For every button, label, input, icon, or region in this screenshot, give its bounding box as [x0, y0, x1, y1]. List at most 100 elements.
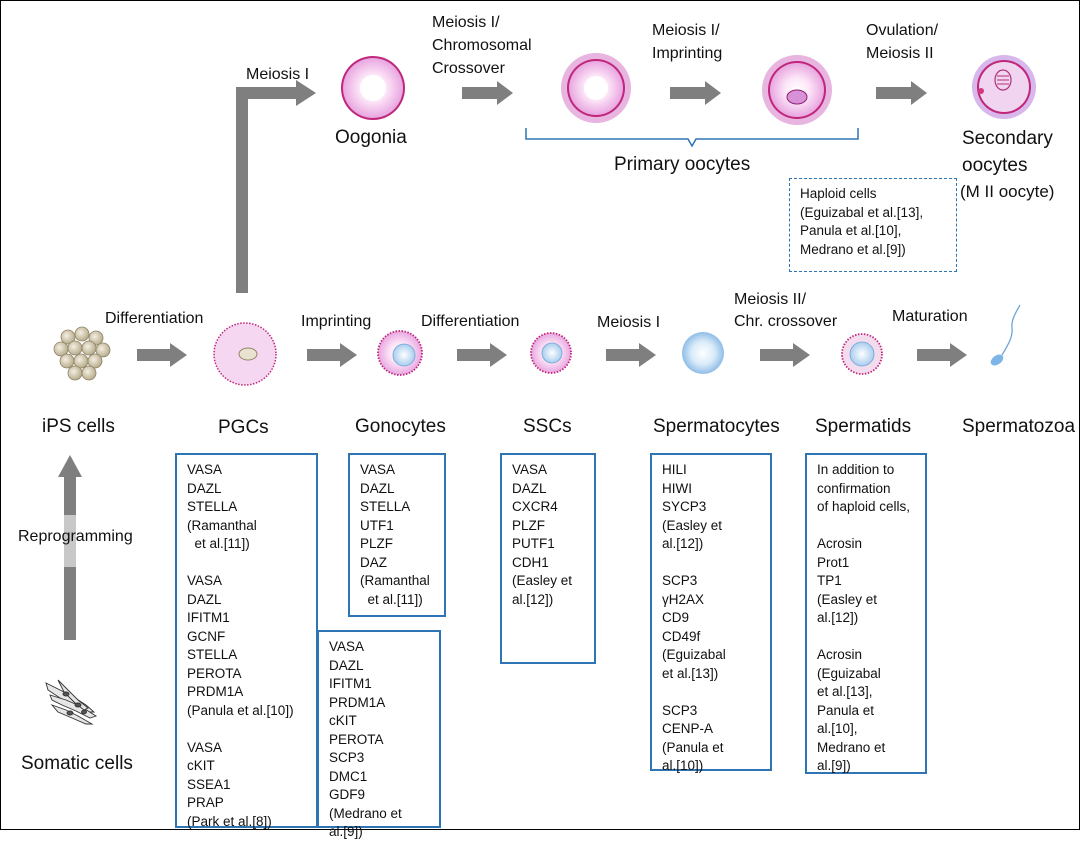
marker-line: (Easley et: [512, 573, 573, 588]
ips-cells-label: iPS cells: [42, 416, 115, 437]
marker-line: VASA: [187, 462, 223, 477]
marker-line: al.[9]): [817, 758, 851, 773]
reprogramming-label: Reprogramming: [18, 528, 133, 545]
marker-line: of haploid cells,: [817, 499, 911, 514]
marker-line: Panula et: [817, 702, 875, 718]
marker-line: (Panula et al.[10]): [187, 702, 294, 718]
spermatocytes-marker-box: HILI HIWI SYCP3 (Easley et al.[12]) SCP3…: [650, 453, 772, 773]
marker-line: DAZL: [329, 657, 364, 673]
spermatocytes-label: Spermatocytes: [653, 416, 780, 437]
pgc-to-oogonia-horizontal-shaft: [236, 87, 298, 99]
haploid-line: Haploid cells: [800, 186, 877, 201]
marker-line: UTF1: [360, 517, 394, 533]
primary-oocyte-cell-2: [762, 55, 832, 125]
marker-line: CENP-A: [662, 721, 714, 736]
meiosis-ii-line1: Meiosis II/: [734, 291, 807, 308]
meiosis-i-label-top-left: Meiosis I: [246, 66, 310, 83]
marker-spacer: [817, 628, 917, 647]
marker-line: GDF9: [329, 787, 366, 802]
primary-oocytes-brace: [525, 128, 859, 148]
somatic-cells-label: Somatic cells: [21, 753, 133, 774]
marker-line: PEROTA: [187, 665, 242, 681]
pgc-to-oogonia-arrowhead: [296, 80, 316, 106]
secondary-oocytes-line2: oocytes: [962, 155, 1028, 176]
pgc-cell: [213, 322, 277, 386]
maturation-label: Maturation: [892, 308, 968, 325]
arrow-spermatocyte-to-spermatid: [760, 343, 810, 367]
spermatid-cell: [841, 333, 883, 375]
marker-spacer: [187, 554, 308, 573]
arrow-primary-to-primary: [670, 81, 721, 105]
marker-line: (Eguizabal: [662, 647, 726, 662]
marker-spacer: [817, 517, 917, 536]
ovulation-line2: Meiosis II: [866, 45, 934, 62]
marker-line: al.[12]): [817, 610, 859, 625]
marker-line: DMC1: [329, 768, 368, 784]
marker-spacer: [187, 720, 308, 739]
marker-line: SCP3: [329, 750, 365, 765]
spermatozoa-label: Spermatozoa: [962, 416, 1076, 437]
somatic-cells: [45, 679, 98, 725]
marker-line: (Medrano et: [329, 805, 402, 821]
marker-line: et al.[13],: [817, 684, 873, 699]
marker-line: CD9: [662, 610, 690, 625]
arrow-primary-to-secondary: [876, 81, 927, 105]
pgcs-marker-box: VASA DAZL STELLA (Ramanthal et al.[11]) …: [175, 453, 318, 829]
marker-line: SCP3: [662, 573, 698, 588]
arrows: [58, 80, 967, 640]
sscs-marker-box: VASA DAZL CXCR4 PLZF PUTF1 CDH1 (Easley …: [500, 453, 596, 664]
ssc-cell: [530, 332, 572, 374]
marker-line: PUTF1: [512, 536, 555, 551]
marker-line: al.[10],: [817, 721, 858, 736]
primary-oocyte-cell-1: [561, 53, 631, 123]
marker-line: HILI: [662, 462, 687, 477]
marker-line: CXCR4: [512, 499, 558, 514]
marker-line: DAZL: [360, 480, 395, 496]
haploid-line: Medrano et al.[9]): [800, 241, 906, 257]
spermatids-label: Spermatids: [815, 416, 912, 437]
marker-line: VASA: [187, 739, 223, 755]
meiosis-i-crossover-line1: Meiosis I/: [432, 14, 500, 31]
reprogramming-arrow-head: [58, 455, 82, 477]
marker-line: et al.[11]): [187, 536, 250, 551]
marker-line: VASA: [512, 462, 548, 477]
ovulation-line1: Ovulation/: [866, 22, 939, 39]
marker-line: γH2AX: [662, 591, 705, 607]
gonocytes-marker-box-b: VASA DAZL IFITM1 PRDM1A cKIT PEROTA SCP3…: [317, 630, 441, 839]
haploid-line: (Eguizabal et al.[13],: [800, 204, 924, 220]
secondary-oocyte-cell: [972, 55, 1036, 119]
marker-line: IFITM1: [329, 676, 372, 691]
gonocytes-marker-box-a: VASA DAZL STELLA UTF1 PLZF DAZ (Ramantha…: [348, 453, 446, 617]
differentiation-label-1: Differentiation: [105, 310, 204, 327]
marker-line: DAZ: [360, 554, 387, 570]
marker-line: STELLA: [187, 647, 238, 662]
marker-line: VASA: [360, 462, 396, 477]
ips-cells-cluster: [53, 326, 111, 381]
marker-line: PEROTA: [329, 731, 384, 747]
marker-line: SYCP3: [662, 499, 707, 514]
arrow-spermatid-to-spermatozoa: [917, 343, 967, 367]
marker-line: GCNF: [187, 628, 226, 644]
reprogramming-arrow-highlight: [64, 515, 76, 567]
imprinting-label: Imprinting: [301, 313, 372, 330]
marker-line: TP1: [817, 573, 842, 588]
marker-line: STELLA: [360, 499, 411, 514]
arrow-ssc-to-spermatocyte: [606, 343, 656, 367]
haploid-line: Panula et al.[10],: [800, 223, 902, 238]
primary-oocytes-label: Primary oocytes: [614, 154, 751, 175]
marker-line: STELLA: [187, 499, 238, 514]
marker-line: VASA: [187, 573, 223, 588]
arrow-ips-to-pgc: [137, 343, 187, 367]
marker-line: al.[9]): [329, 824, 363, 839]
marker-line: et al.[11]): [360, 591, 423, 607]
differentiation-label-2: Differentiation: [421, 313, 520, 330]
marker-spacer: [662, 683, 762, 702]
marker-line: (Panula et: [662, 739, 724, 755]
marker-line: al.[12]): [512, 591, 554, 607]
marker-line: PRAP: [187, 795, 224, 810]
marker-line: PRDM1A: [329, 694, 386, 710]
marker-line: Medrano et: [817, 739, 886, 755]
marker-line: DAZL: [512, 480, 547, 496]
marker-line: DAZL: [187, 480, 222, 496]
meiosis-i-crossover-line2: Chromosomal: [432, 37, 532, 54]
